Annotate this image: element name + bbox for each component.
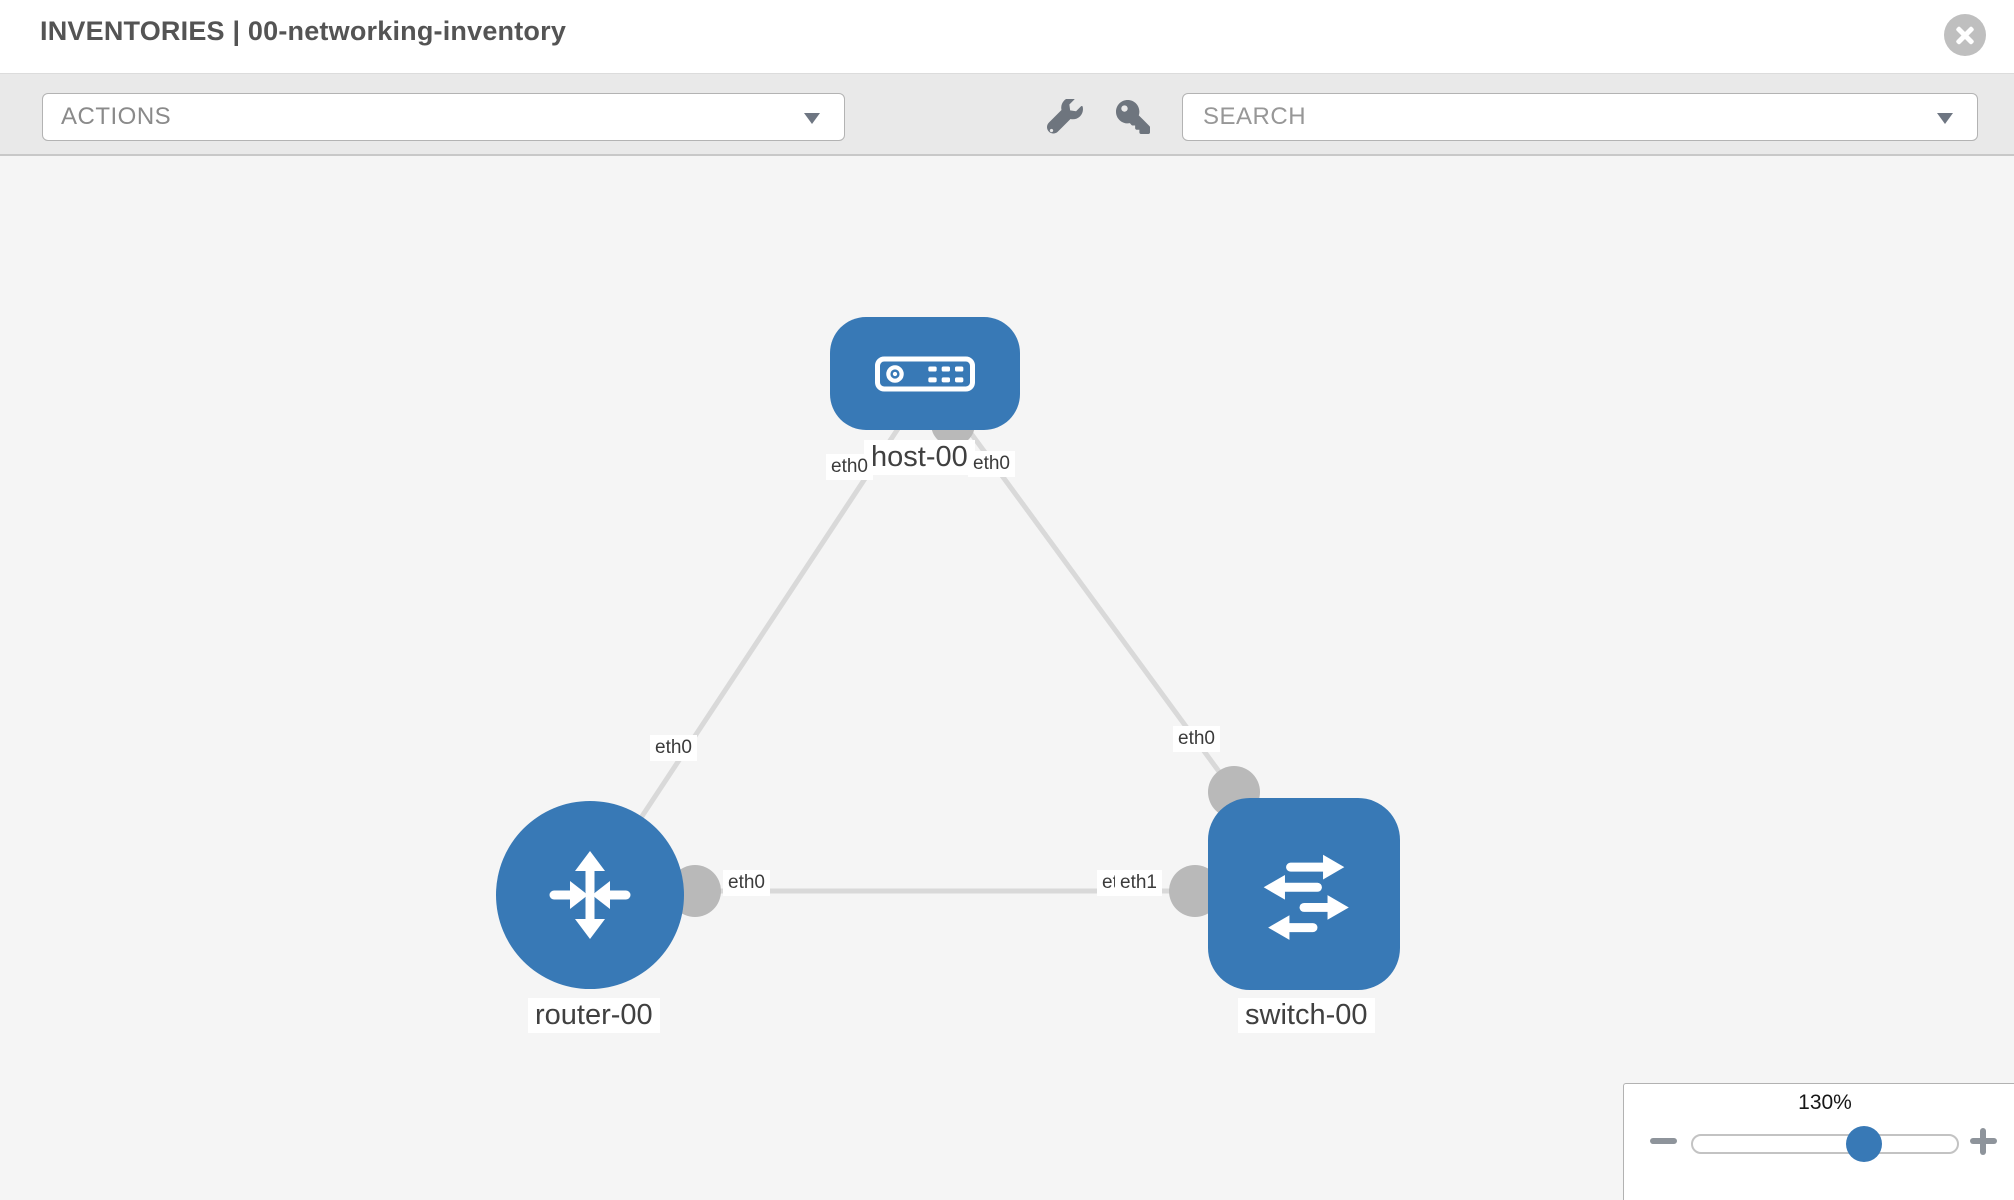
toolbar: ACTIONS: [0, 73, 2014, 156]
header: INVENTORIES | 00-networking-inventory: [0, 0, 2014, 73]
interface-label: eth0: [650, 735, 697, 761]
interface-label: eth0: [826, 454, 873, 480]
node-host-00[interactable]: [830, 317, 1020, 430]
node-label-switch: switch-00: [1238, 998, 1375, 1033]
router-icon: [549, 851, 631, 939]
links-layer: [587, 402, 1260, 917]
link-host-router[interactable]: [587, 416, 908, 897]
zoom-in-button[interactable]: [1970, 1128, 1997, 1155]
node-label-host: host-00: [864, 440, 975, 475]
search-box[interactable]: [1182, 93, 1978, 141]
close-button[interactable]: [1944, 14, 1986, 56]
actions-dropdown-label: ACTIONS: [61, 103, 172, 130]
page-title: INVENTORIES | 00-networking-inventory: [40, 16, 567, 46]
switch-icon: [1263, 854, 1349, 940]
chevron-down-icon: [804, 113, 820, 124]
actions-dropdown[interactable]: ACTIONS: [42, 93, 845, 141]
wrench-icon: [1047, 97, 1083, 134]
zoom-out-button[interactable]: [1650, 1138, 1677, 1144]
interface-label: eth0: [1173, 726, 1220, 752]
interface-label: eth0: [723, 870, 770, 896]
node-switch-00[interactable]: [1208, 798, 1400, 990]
wrench-button[interactable]: [1044, 97, 1086, 139]
key-button[interactable]: [1112, 97, 1154, 139]
interface-label: eth1: [1115, 870, 1162, 896]
host-icon: [875, 356, 975, 391]
search-input[interactable]: [1183, 94, 1977, 140]
zoom-level-label: 130%: [1798, 1091, 1852, 1114]
topology-canvas[interactable]: host-00 router-00 switch-00 eth0 eth0 et…: [0, 156, 2014, 1200]
node-label-router: router-00: [528, 998, 660, 1033]
chevron-down-icon[interactable]: [1937, 113, 1953, 124]
node-router-00[interactable]: [496, 801, 684, 989]
plus-icon: [1980, 1128, 1986, 1155]
zoom-slider-handle[interactable]: [1846, 1126, 1882, 1162]
interface-label: eth0: [968, 451, 1015, 477]
key-icon: [1116, 99, 1150, 134]
zoom-slider-track[interactable]: [1691, 1134, 1959, 1154]
zoom-panel: 130%: [1623, 1083, 2014, 1200]
